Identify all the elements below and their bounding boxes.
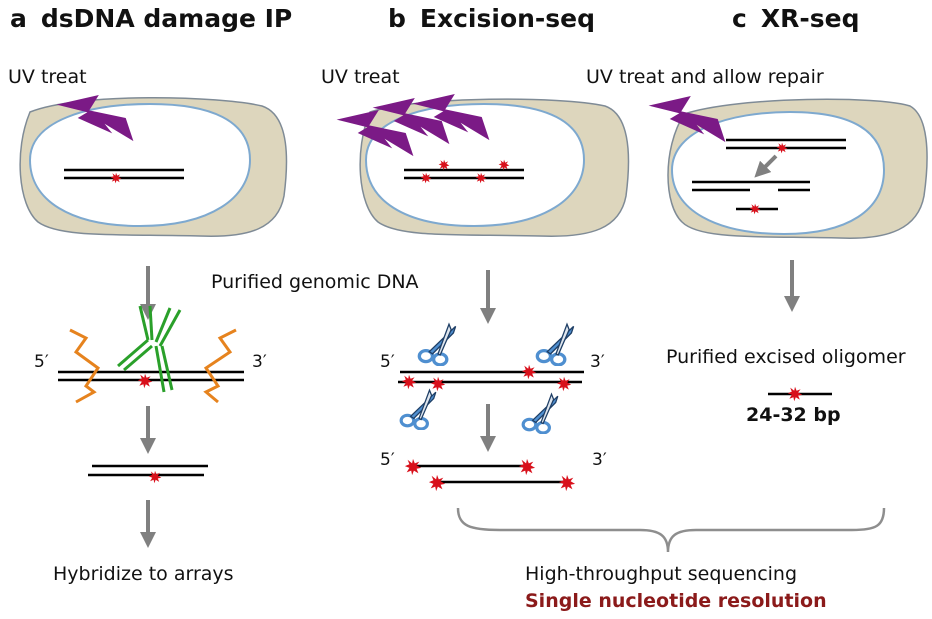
panel-a-cell [19,95,288,237]
panel-c-letter: c [732,4,747,33]
sequencing-label: High-throughput sequencing [525,563,798,585]
panel-b-treatment: UV treat [321,66,400,88]
panel-a-ip-damage-icon [137,373,153,389]
panel-b-five-prime-bottom: 5′ [380,450,395,470]
panel-b-five-prime-top: 5′ [380,352,395,372]
panel-b-damage-icon [401,374,417,390]
scissors-icon [417,322,458,366]
panel-a-ip-complex [58,305,244,484]
panel-a-three-prime: 3′ [252,352,267,372]
panel-c-title-text: XR-seq [760,4,860,33]
probe-right-icon [203,328,237,404]
panel-b-damage-icon [521,364,537,380]
panel-c-nucleus [670,110,886,236]
panel-b-title: b Excision-seq [388,4,595,33]
oligomer-size-label: 24-32 bp [746,404,841,426]
antibody-icon [117,305,182,393]
panel-a-five-prime: 5′ [34,352,49,372]
purified-oligomer-label: Purified excised oligomer [666,346,906,368]
panel-b-end-damage-icon [428,474,446,492]
panel-a-treatment: UV treat [8,66,87,88]
probe-left-icon [69,328,101,404]
panel-b-cell [336,94,630,237]
panel-a-letter: a [10,4,27,33]
scissors-icon [535,322,576,366]
panel-a-nucleus [28,102,252,228]
panel-b-title-text: Excision-seq [419,4,596,33]
panel-b-end-damage-icon [518,458,536,476]
purified-genomic-dna-label: Purified genomic DNA [211,271,419,293]
panel-b-damage-icon [556,376,572,392]
panel-b-damage-icon [430,376,446,392]
resolution-label: Single nucleotide resolution [525,590,827,612]
hybridize-label: Hybridize to arrays [53,563,234,585]
panel-b-nucleus [364,102,586,228]
oligomer-damage-icon [787,386,803,402]
panel-a-title-text: dsDNA damage IP [40,4,293,33]
grouping-brace [456,507,886,553]
panel-a-title: a dsDNA damage IP [10,4,292,33]
panel-c-excision-arrow [754,154,778,178]
panel-b-end-damage-icon [558,474,576,492]
panel-b-three-prime-top: 3′ [590,352,605,372]
panel-c-title: c XR-seq [732,4,859,33]
scissors-icon [521,392,560,434]
panel-b-letter: b [388,4,406,33]
panel-c-cell [648,96,928,239]
panel-b-three-prime-bottom: 3′ [592,450,607,470]
scissors-icon [399,388,438,430]
panel-c-treatment: UV treat and allow repair [586,66,824,88]
panel-b-excision [398,322,584,492]
panel-a-enriched-damage-icon [148,470,162,484]
panel-b-end-damage-icon [404,458,422,476]
